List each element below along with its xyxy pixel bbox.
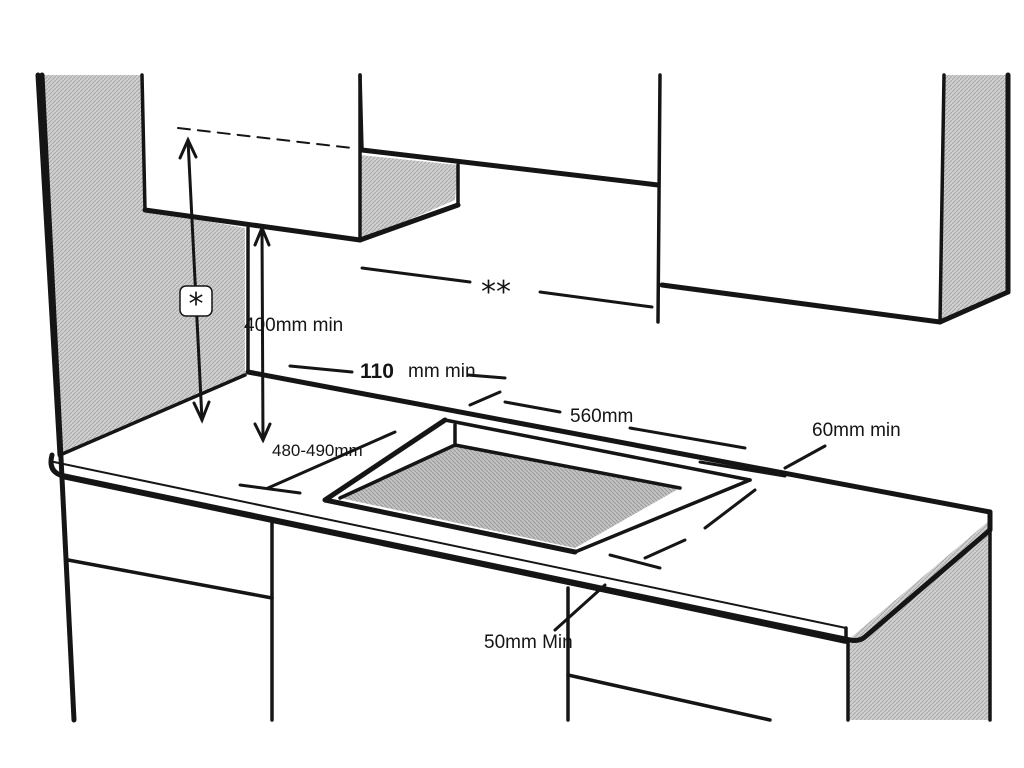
star-badge xyxy=(179,285,213,317)
upper-right-cabinet xyxy=(659,72,1011,325)
lower-cabinets xyxy=(66,518,850,722)
cutout-width-label: 560mm xyxy=(570,406,633,427)
under-clearance-label: 50mm Min xyxy=(484,632,573,653)
dimension-labels: * ** 400mm min 110 mm min 560mm 480-490m… xyxy=(179,275,901,653)
wall-shading xyxy=(40,75,1008,720)
cutout-depth-label: 480-490mm xyxy=(272,441,363,460)
double-star-label: ** xyxy=(481,275,511,310)
front-edge-clearance-label: 60mm min xyxy=(812,420,901,441)
single-star-label: * xyxy=(189,287,204,322)
left-wall xyxy=(35,72,250,723)
cabinet-clearance-label: 400mm min xyxy=(244,315,343,336)
cutout-opening xyxy=(322,417,752,555)
worktop xyxy=(48,369,993,722)
dimension-lines xyxy=(178,136,827,632)
upper-middle-cabinet xyxy=(358,73,662,324)
wall-clearance-value: 110 xyxy=(360,360,394,383)
wall-clearance-unit: mm min xyxy=(408,361,476,382)
